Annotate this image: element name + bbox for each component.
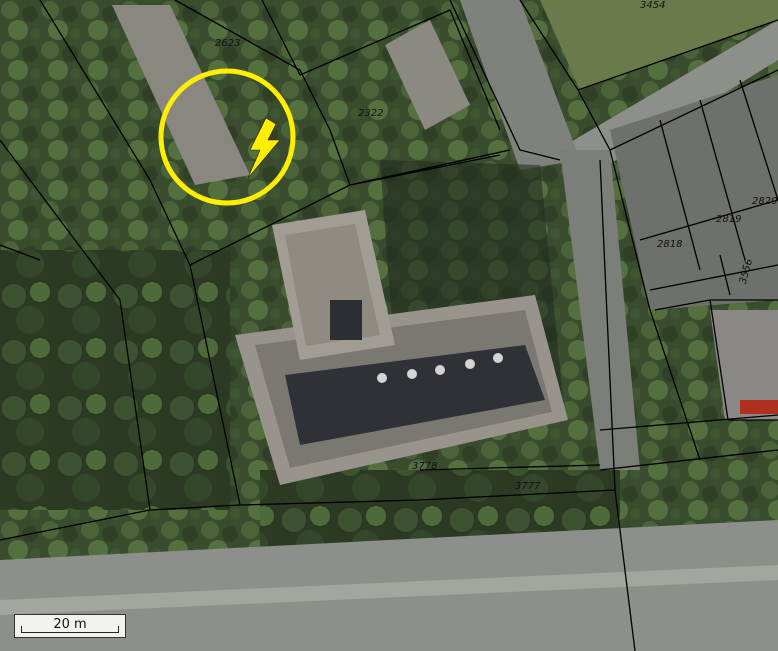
- road-northeast: [540, 20, 778, 170]
- parcel-label: 2819: [716, 214, 741, 225]
- parcel-label: 3777: [515, 481, 541, 492]
- marker-circle[interactable]: [158, 68, 296, 206]
- grass-field: [540, 0, 778, 90]
- parcel-label: 2623: [215, 38, 240, 49]
- building-east: [710, 310, 778, 420]
- building-2322: [385, 20, 470, 130]
- scale-bar: 20 m: [14, 614, 126, 638]
- parcel-label: 2818: [657, 239, 682, 250]
- road-lane: [0, 565, 778, 615]
- parcel-label: 3778: [412, 461, 437, 472]
- parcel-label: 2820: [752, 196, 777, 207]
- scale-bar-line: [21, 626, 119, 633]
- building-2623: [112, 5, 250, 185]
- road-north: [460, 0, 580, 170]
- red-roof: [740, 400, 778, 414]
- lightning-icon: [247, 117, 281, 179]
- parcel-label: 3454: [640, 0, 665, 11]
- row-houses: [610, 75, 778, 310]
- scale-label: 20 m: [53, 617, 87, 632]
- parcel-label: 2322: [358, 108, 383, 119]
- solar-panels: [285, 345, 545, 445]
- rooftop-panel: [330, 300, 362, 340]
- road-east: [560, 150, 640, 470]
